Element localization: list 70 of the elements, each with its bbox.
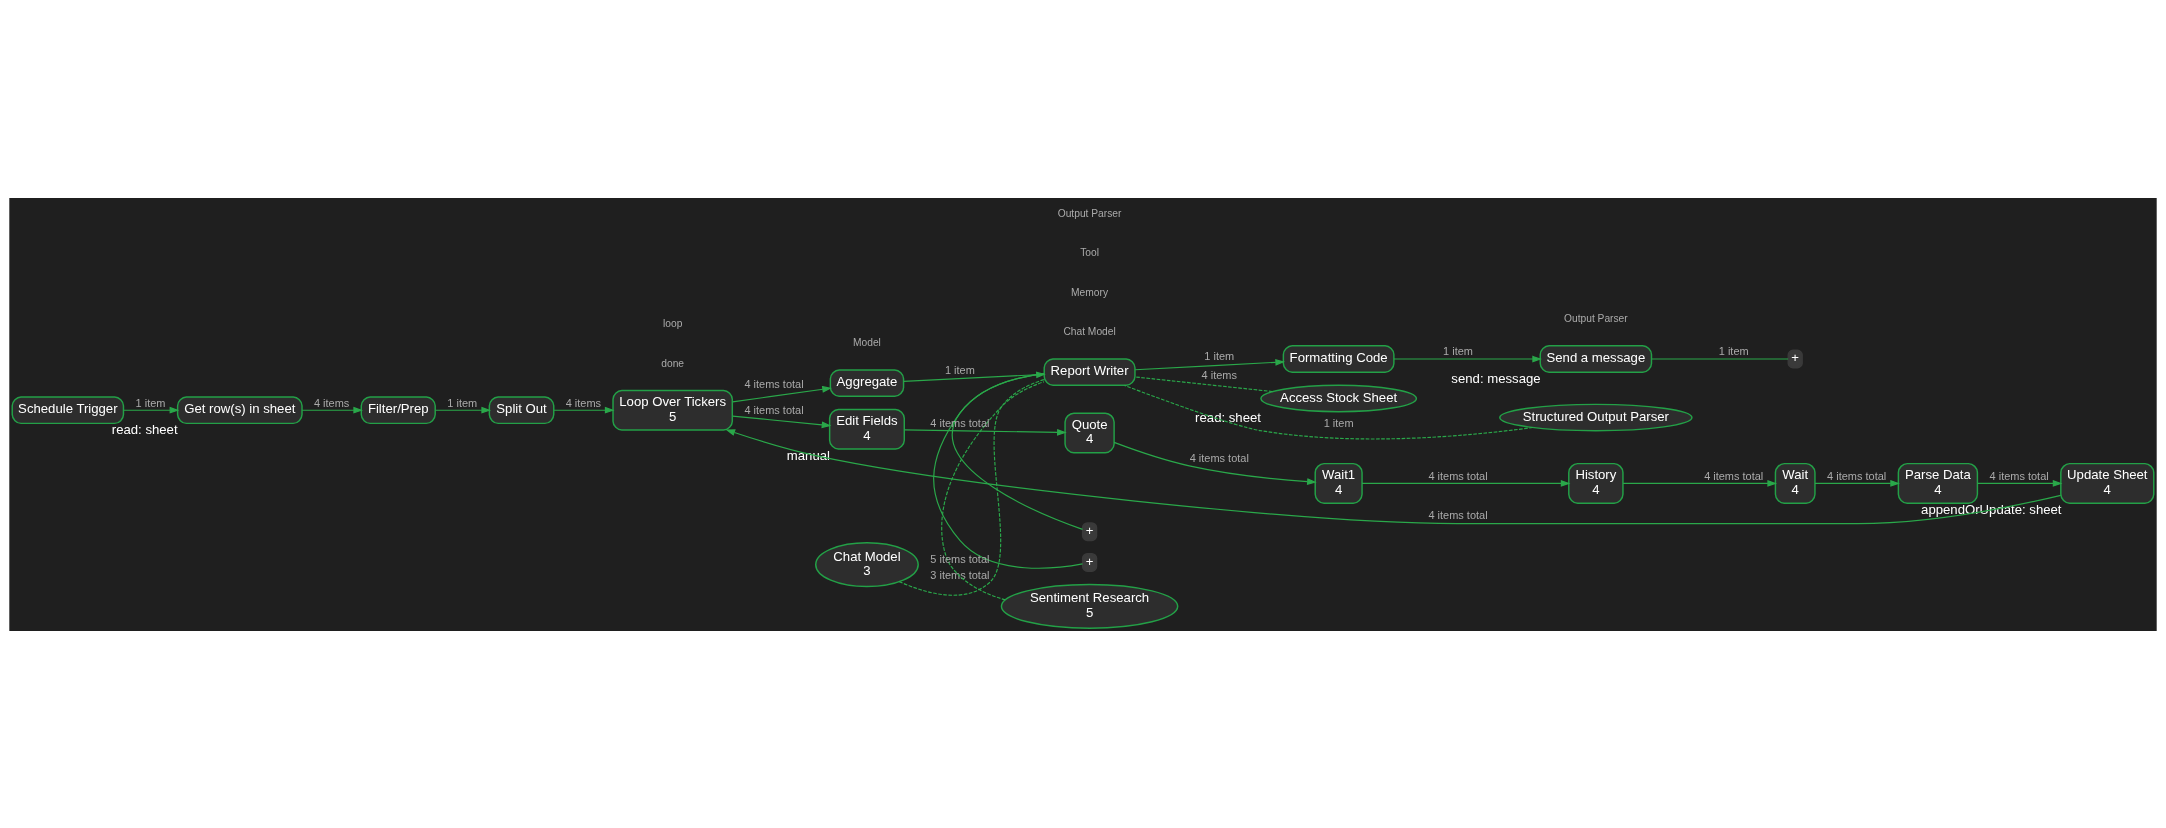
edge-label: 4 items total xyxy=(1827,469,1887,482)
node-box: Parse Data 4 xyxy=(1897,462,1979,504)
edge-label: 4 items total xyxy=(1704,469,1764,482)
arrow xyxy=(1814,479,1900,487)
arrow xyxy=(1134,358,1285,370)
node-box: Report Writer xyxy=(1043,357,1136,386)
edge-label: 4 items total xyxy=(1989,469,2049,482)
node-box: Split Out xyxy=(488,395,555,424)
node-box: Schedule Trigger xyxy=(11,395,125,424)
node-box: Loop Over Tickers 5 xyxy=(612,389,734,431)
label: done xyxy=(661,357,685,369)
edge-label: 4 items total xyxy=(1428,508,1488,521)
arrow xyxy=(1393,355,1542,362)
edge-label: 4 items total xyxy=(744,403,804,416)
edge-label: 4 items total xyxy=(744,377,804,390)
node-box: Filter/Prep xyxy=(360,395,436,424)
label: Output Parser xyxy=(1057,207,1122,219)
node-box: Aggregate xyxy=(829,368,905,397)
label: Memory xyxy=(1071,286,1109,298)
edge-label: 1 item xyxy=(1443,344,1473,357)
edge-label: 1 item xyxy=(1323,416,1354,429)
edge-label: 1 item xyxy=(1718,344,1749,357)
label: loop xyxy=(662,317,683,329)
arrow xyxy=(732,414,832,428)
arrow xyxy=(301,406,363,414)
node-box: Formatting Code xyxy=(1282,344,1395,373)
arrow xyxy=(903,428,1067,436)
connector xyxy=(898,378,1045,596)
label: Output Parser xyxy=(1564,312,1628,324)
edge-label: 5 items total xyxy=(930,552,990,565)
node-box: Edit Fields 4 xyxy=(828,408,905,450)
edge-label: 1 item xyxy=(447,396,478,409)
arrow xyxy=(732,385,832,402)
arrow xyxy=(434,406,492,414)
edge-label: 4 items xyxy=(565,396,602,409)
node-box: Quote 4 xyxy=(1064,411,1115,453)
node-box: Wait1 4 xyxy=(1314,462,1363,504)
arrow xyxy=(1977,479,2063,487)
edge-label: 3 items total xyxy=(930,568,990,581)
label: Chat Model xyxy=(1063,325,1116,337)
label: Tool xyxy=(1080,246,1099,258)
node-label: read: sheet xyxy=(1195,409,1261,425)
node-box: Get row(s) in sheet xyxy=(176,395,303,424)
node-ellipse: Structured Output Parser xyxy=(1499,403,1693,431)
connector xyxy=(1134,375,1273,392)
arrow xyxy=(1113,441,1317,485)
node-label: send: message xyxy=(1451,370,1541,386)
node-ellipse: Sentiment Research 5 xyxy=(1000,583,1179,629)
connector xyxy=(1651,357,1789,360)
edge-label: 4 items total xyxy=(1189,451,1249,464)
connector xyxy=(941,380,1045,600)
edge-label: 1 item xyxy=(944,363,975,376)
arrow xyxy=(1361,479,1571,487)
node-box: Wait 4 xyxy=(1774,462,1816,504)
node-box: Send a message xyxy=(1539,344,1653,373)
arrow xyxy=(122,406,180,414)
node-box: History 4 xyxy=(1568,462,1624,504)
edge-label: 4 items total xyxy=(1428,469,1488,482)
node-ellipse: Chat Model 3 xyxy=(815,541,919,587)
arrow xyxy=(553,406,615,414)
node-box: Update Sheet 4 xyxy=(2060,462,2155,504)
arrow xyxy=(725,428,2062,524)
edge-label: 1 item xyxy=(1204,349,1235,362)
arrow xyxy=(1622,479,1778,487)
label: Model xyxy=(853,336,881,348)
node-label: read: sheet xyxy=(111,421,178,437)
edge-label: 4 items xyxy=(1201,368,1237,381)
edge-label: 1 item xyxy=(135,396,166,409)
node-ellipse: Access Stock Sheet xyxy=(1260,384,1418,412)
edge-label: 4 items xyxy=(313,396,350,409)
